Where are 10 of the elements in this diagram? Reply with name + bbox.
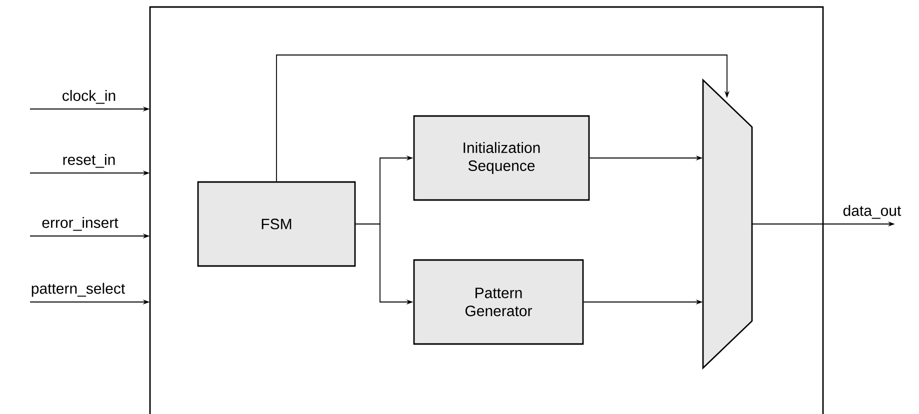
signal-label: data_out [843,204,902,219]
process-box: Pattern Generator [413,259,584,345]
signal-label: pattern_select [32,282,125,297]
arrow [276,54,730,182]
signal-label: reset_in [63,154,115,168]
process-box: FSM [197,181,356,267]
signal-label: error_insert [42,216,118,231]
signal-label: clock_in [62,90,116,104]
process-box: Initialization Sequence [413,115,590,201]
block-outline [149,6,824,414]
